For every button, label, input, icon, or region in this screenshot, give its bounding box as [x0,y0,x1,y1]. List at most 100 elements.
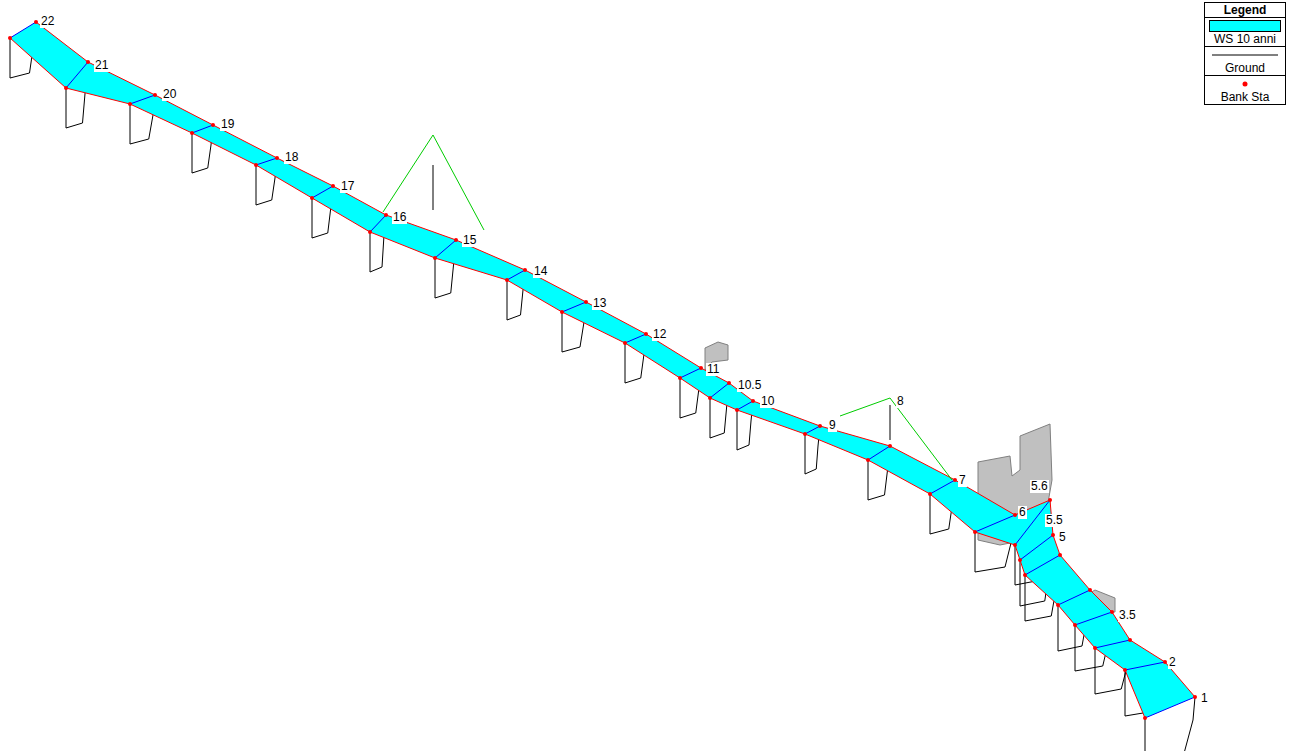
bank-station-dot [86,60,90,64]
legend-title: Legend [1205,3,1285,18]
bank-station-dot [735,408,739,412]
water-cross-line [1095,640,1130,648]
station-label: 5 [1058,531,1067,544]
water-cross-line [130,95,155,104]
water-cross-line [1058,590,1090,605]
bank-station-dot [708,396,712,400]
bank-station-dot [1056,603,1060,607]
station-label: 22 [40,15,55,28]
legend-sample [1205,49,1285,61]
ground-profiles [10,22,1195,751]
bank-station-dot [128,102,132,106]
bank-station-dot [1093,646,1097,650]
water-cross-line [312,186,333,198]
legend-entry: Bank Sta [1205,76,1285,104]
water-cross-line [1145,697,1195,718]
bank-station-dot [433,256,437,260]
water-cross-line [562,302,586,312]
water-cross-line [1125,662,1165,670]
station-label: 8 [896,395,905,408]
water-cross-line [66,62,88,88]
bank-station-dot [928,492,932,496]
water-cross-line [805,426,820,434]
bank-station-dot [454,238,458,242]
station-label: 9 [828,419,837,432]
water-cross-line [507,270,525,280]
bank-station-dot [34,20,38,24]
water-cross-line [1025,555,1060,575]
station-label: 19 [220,118,235,131]
bank-station-dot [584,300,588,304]
station-label: 1 [1200,692,1209,705]
bank-station-dot [1123,668,1127,672]
bank-station-dot [973,530,977,534]
water-cross-line [1020,535,1053,560]
bank-station-dot [888,444,892,448]
water-cross-line [710,383,729,398]
bank-station-dot [1018,558,1022,562]
legend-line [1210,49,1280,61]
legend-entry: WS 10 anni [1205,18,1285,47]
bank-station-dot [1048,498,1052,502]
bank-station-dot [211,123,215,127]
station-label: 17 [340,180,355,193]
water-cross-line [680,368,701,378]
bank-station-dot [1193,695,1197,699]
bank-station-dot [275,156,279,160]
bank-station-dot [818,424,822,428]
bank-station-dot [64,86,68,90]
legend-entry: Ground [1205,47,1285,76]
bank-station-dot [1143,716,1147,720]
bank-station-dot [331,184,335,188]
bank-station-dot [866,458,870,462]
legend-dot [1210,78,1280,90]
water-surface [10,22,1195,718]
station-label: 15 [462,234,477,247]
bank-station-dot [368,230,372,234]
bank-station-dot [523,268,527,272]
water-cross-line [737,401,753,410]
pier-line [433,165,434,210]
station-label: 5.6 [1030,480,1049,493]
right-bank-line [36,22,1195,697]
bank-station-dot [310,196,314,200]
station-label: 3.5 [1118,609,1137,622]
bank-station-dot [727,381,731,385]
water-cross-line [625,334,646,343]
bank-station-dot [644,332,648,336]
bank-station-dot [623,341,627,345]
water-cross-line [435,240,456,258]
legend-box: Legend WS 10 anniGroundBank Sta [1204,2,1286,105]
station-label: 5.5 [1045,514,1064,527]
water-cross-line [370,215,386,232]
station-label: 18 [284,151,299,164]
bank-station-dot [1128,638,1132,642]
water-cross-line [1075,612,1112,625]
bank-station-dot [190,131,194,135]
station-label: 2 [1168,656,1177,669]
pier-line [890,405,891,440]
water-cross-line [256,158,277,165]
bank-station-dot [254,163,258,167]
station-label: 21 [94,59,109,72]
legend-sample [1205,78,1285,90]
legend-text: WS 10 anni [1205,32,1285,46]
bank-station-dot [505,278,509,282]
bank-station-dot [1023,573,1027,577]
station-label: 16 [392,211,407,224]
left-bank-line [10,38,1145,718]
legend-swatch [1209,20,1281,32]
bank-station-dot [1073,623,1077,627]
water-cross-line [975,515,1015,532]
station-label: 10 [760,395,775,408]
bank-station-dot [678,376,682,380]
water-cross-line [868,446,890,460]
bank-station-dot [8,36,12,40]
station-label: 12 [652,328,667,341]
bank-station-dot [751,399,755,403]
bank-station-dot [384,213,388,217]
bank-station-dot [1058,553,1062,557]
station-label: 6 [1018,506,1027,519]
bank-station-dot [699,366,703,370]
